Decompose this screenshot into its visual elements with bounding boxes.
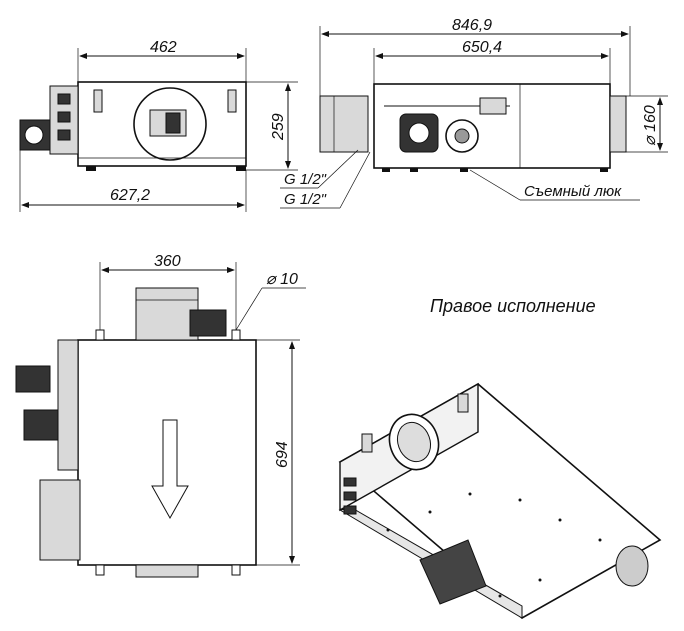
dim-846-9: 846,9 xyxy=(452,17,492,34)
dim-259: 259 xyxy=(270,113,287,141)
dim-462: 462 xyxy=(150,39,177,56)
front-brackets xyxy=(93,89,237,113)
plan-brackets xyxy=(95,329,241,576)
iso-pipe-stubs xyxy=(343,477,357,515)
dim-650-4: 650,4 xyxy=(462,39,502,56)
iso-duct-outlet xyxy=(615,545,649,587)
front-nuts xyxy=(57,93,71,141)
plan-valve xyxy=(189,309,227,337)
dim-360: 360 xyxy=(154,253,181,270)
label-service-hatch: Съемный люк xyxy=(524,183,622,200)
plan-controller xyxy=(39,479,81,561)
iso-screws xyxy=(386,492,602,598)
dim-hole-10: ⌀ 10 xyxy=(266,271,298,288)
front-view: 462 259 627,2 xyxy=(19,39,298,212)
airflow-arrow-icon xyxy=(151,419,189,520)
dim-627-2: 627,2 xyxy=(110,187,150,204)
isometric-view: Правое исполнение xyxy=(338,296,662,619)
iso-valve xyxy=(419,539,487,605)
side-feet xyxy=(382,168,608,172)
iso-bottom-face xyxy=(338,383,662,619)
plan-duct-top xyxy=(135,287,199,341)
dim-diameter-160: ⌀ 160 xyxy=(642,105,659,146)
plan-motor xyxy=(23,409,59,441)
label-thread-2: G 1/2" xyxy=(284,191,327,208)
side-duct-right xyxy=(609,95,627,153)
label-thread-1: G 1/2" xyxy=(284,171,327,188)
plan-view: 360 ⌀ 10 694 xyxy=(15,253,306,578)
side-duct-left xyxy=(319,95,369,153)
side-fitting xyxy=(479,97,507,115)
plan-duct-bottom xyxy=(135,564,199,578)
variant-title: Правое исполнение xyxy=(430,296,596,316)
plan-pump xyxy=(15,365,51,393)
dim-694: 694 xyxy=(274,441,291,468)
plan-side-pipes xyxy=(57,339,79,471)
side-view: 846,9 650,4 ⌀ 160 G 1/2" G 1/2" Съемный … xyxy=(280,17,668,209)
